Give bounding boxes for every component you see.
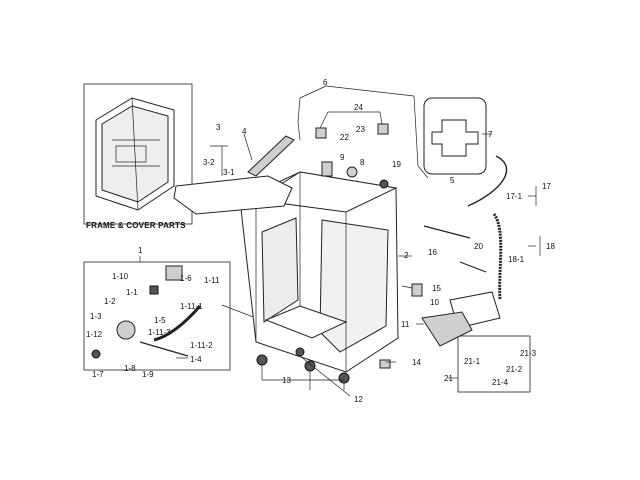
callout-3-1: 3-1: [223, 168, 235, 177]
callout-1-5: 1-5: [154, 316, 166, 325]
callout-1-11-3: 1-11-3: [148, 328, 171, 337]
callout-12: 12: [354, 395, 363, 404]
callout-21-1: 21-1: [464, 357, 481, 366]
part-20-cord: [459, 261, 487, 273]
callout-22: 22: [340, 133, 349, 142]
callout-1-6: 1-6: [180, 274, 192, 283]
callout-23: 23: [356, 125, 365, 134]
callout-16: 16: [428, 248, 437, 257]
callout-20: 20: [474, 242, 483, 251]
part-14-clip: [379, 359, 391, 369]
part-23-pad: [377, 123, 389, 135]
leader-lines: [176, 85, 541, 397]
part-8-damper: [346, 166, 358, 178]
part-6-spring: [297, 121, 301, 141]
callout-17-1: 17-1: [506, 192, 523, 201]
part-9-bracket: [321, 161, 333, 177]
callout-1-11-2: 1-11-2: [190, 341, 213, 350]
inset-cabinet-illustration: [95, 97, 175, 211]
part-15-clip: [411, 283, 423, 297]
callout-17: 17: [542, 182, 551, 191]
part-11-dispenser: [421, 311, 473, 347]
callout-1-11-1: 1-11-1: [180, 302, 203, 311]
callout-1-3: 1-3: [90, 312, 102, 321]
inset-title: FRAME & COVER PARTS: [86, 221, 186, 230]
part-21-box: [457, 335, 531, 393]
part-19-cap: [379, 179, 389, 189]
part-22-pad: [315, 127, 327, 139]
callout-21-2: 21-2: [506, 365, 523, 374]
part-17-cable: [467, 155, 508, 207]
callout-21: 21: [444, 374, 453, 383]
callout-2: 2: [404, 251, 409, 260]
callout-21-3: 21-3: [520, 349, 537, 358]
callout-24: 24: [354, 103, 363, 112]
callout-1-10: 1-10: [112, 272, 129, 281]
callout-4: 4: [242, 127, 247, 136]
callout-3-2: 3-2: [203, 158, 215, 167]
pump-components: [91, 265, 202, 359]
cabinet-frame: [239, 171, 399, 384]
inset-frame-cover-box: [83, 83, 193, 225]
callout-10: 10: [430, 298, 439, 307]
pump-assembly-box: [83, 256, 257, 371]
part-18-hose: [492, 213, 503, 301]
callout-18: 18: [546, 242, 555, 251]
callout-21-4: 21-4: [492, 378, 509, 387]
part-16-cord: [423, 225, 471, 239]
callout-1-11: 1-11: [204, 276, 220, 285]
callout-1-4: 1-4: [190, 355, 202, 364]
part-4-strip: [247, 135, 295, 177]
callout-1-9: 1-9: [142, 370, 154, 379]
callout-1-2: 1-2: [104, 297, 116, 306]
callout-1-7: 1-7: [92, 370, 104, 379]
callout-7: 7: [488, 130, 493, 139]
callout-1-1: 1-1: [126, 288, 138, 297]
callout-1-12: 1-12: [86, 330, 103, 339]
part-5-spring: [417, 165, 429, 179]
callout-9: 9: [340, 153, 345, 162]
callout-8: 8: [360, 158, 365, 167]
part-7-gasket: [423, 97, 487, 175]
callout-19: 19: [392, 160, 401, 169]
control-panel-frame: [173, 175, 293, 215]
callout-3: 3: [216, 123, 221, 132]
callout-11: 11: [401, 320, 410, 329]
callout-1-8: 1-8: [124, 364, 136, 373]
callout-15: 15: [432, 284, 441, 293]
callout-5: 5: [450, 176, 455, 185]
callout-1: 1: [138, 246, 143, 255]
callout-6: 6: [323, 78, 328, 87]
callout-13: 13: [282, 376, 291, 385]
callout-14: 14: [412, 358, 421, 367]
callout-18-1: 18-1: [508, 255, 525, 264]
